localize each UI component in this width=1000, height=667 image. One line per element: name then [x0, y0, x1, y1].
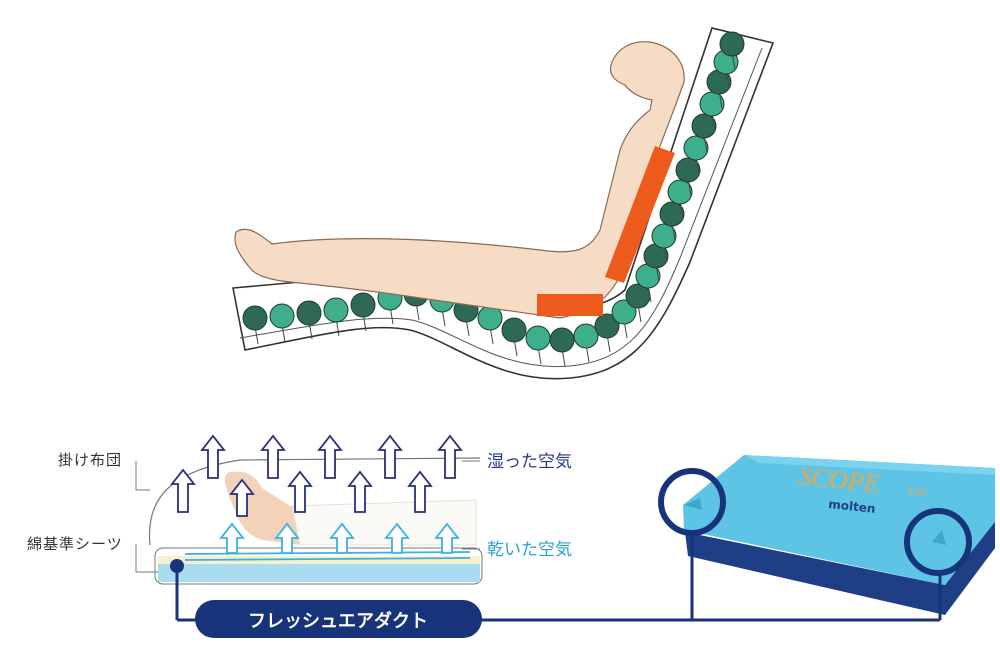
air-cell: [501, 317, 527, 343]
duct-opening-left: [684, 498, 702, 510]
product-logo-suffix: Lite: [907, 483, 929, 499]
reclining-figure-illustration: [232, 27, 775, 380]
dry-air-label: 乾いた空気: [487, 540, 572, 560]
air-cell: [611, 299, 637, 325]
cotton-sheet-layer: [158, 556, 480, 564]
air-layer: [158, 564, 480, 582]
air-cell: [594, 313, 620, 339]
humid-air-arrow: [437, 434, 463, 479]
fresh-air-duct-badge: [195, 600, 482, 638]
duct-highlight-circle-right: [904, 508, 972, 576]
humid-air-arrow: [347, 470, 373, 513]
humid-air-label: 湿った空気: [487, 452, 572, 472]
mattress-inner-line: [239, 47, 763, 368]
air-cell: [323, 297, 349, 323]
mattress-top: [683, 455, 995, 585]
air-cell: [691, 113, 717, 139]
air-cell: [675, 157, 701, 183]
air-cell: [667, 179, 693, 205]
humid-air-arrow: [200, 434, 226, 479]
air-cell: [296, 300, 322, 326]
dry-air-arrow: [384, 522, 410, 554]
air-cell: [350, 292, 376, 318]
air-cell: [651, 223, 677, 249]
back-pressure-pad: [605, 146, 675, 283]
air-cell: [525, 325, 551, 351]
humid-air-arrow: [377, 434, 403, 479]
fresh-air-duct-label: フレッシュエアダクト: [248, 610, 428, 632]
dry-air-arrow: [274, 522, 300, 554]
person-body: [234, 41, 685, 319]
cotton-sheet-leader-line: [135, 544, 158, 573]
duct-connectors: フレッシュエアダクト: [170, 533, 942, 638]
mattress-product: SCOPE Lite molten: [658, 455, 995, 615]
comforter-leader-line: [135, 461, 150, 491]
humid-air-arrows: [170, 434, 463, 517]
humid-air-arrow: [229, 478, 255, 517]
air-cell: [659, 201, 685, 227]
brand-logo: molten: [828, 497, 876, 516]
mattress-top-highlight: [744, 455, 995, 475]
air-cell: [269, 303, 295, 329]
duct-opening-right: [932, 530, 946, 545]
dry-air-arrows: [184, 522, 471, 561]
dry-air-arrow: [219, 522, 245, 554]
air-cell: [549, 327, 575, 353]
humid-air-arrow: [317, 434, 343, 479]
air-cell: [719, 31, 745, 57]
cotton-sheet-label: 綿基準シーツ: [27, 535, 123, 553]
air-cell: [242, 305, 268, 331]
air-cell: [573, 323, 599, 349]
connector-dot: [170, 559, 184, 573]
humid-air-arrow: [287, 470, 313, 513]
airflow-diagram: 掛け布団 綿基準シーツ 湿った空気 乾いた空気: [27, 434, 572, 585]
comforter-label: 掛け布団: [58, 451, 122, 469]
seat-pressure-pad: [537, 294, 603, 316]
humid-air-arrow: [170, 468, 196, 513]
dry-air-arrow: [329, 522, 355, 554]
humid-air-arrow: [407, 470, 433, 513]
humid-air-arrow: [260, 434, 286, 479]
dry-air-arrow: [434, 522, 460, 554]
air-cell: [683, 135, 709, 161]
mattress-base: [685, 520, 995, 615]
